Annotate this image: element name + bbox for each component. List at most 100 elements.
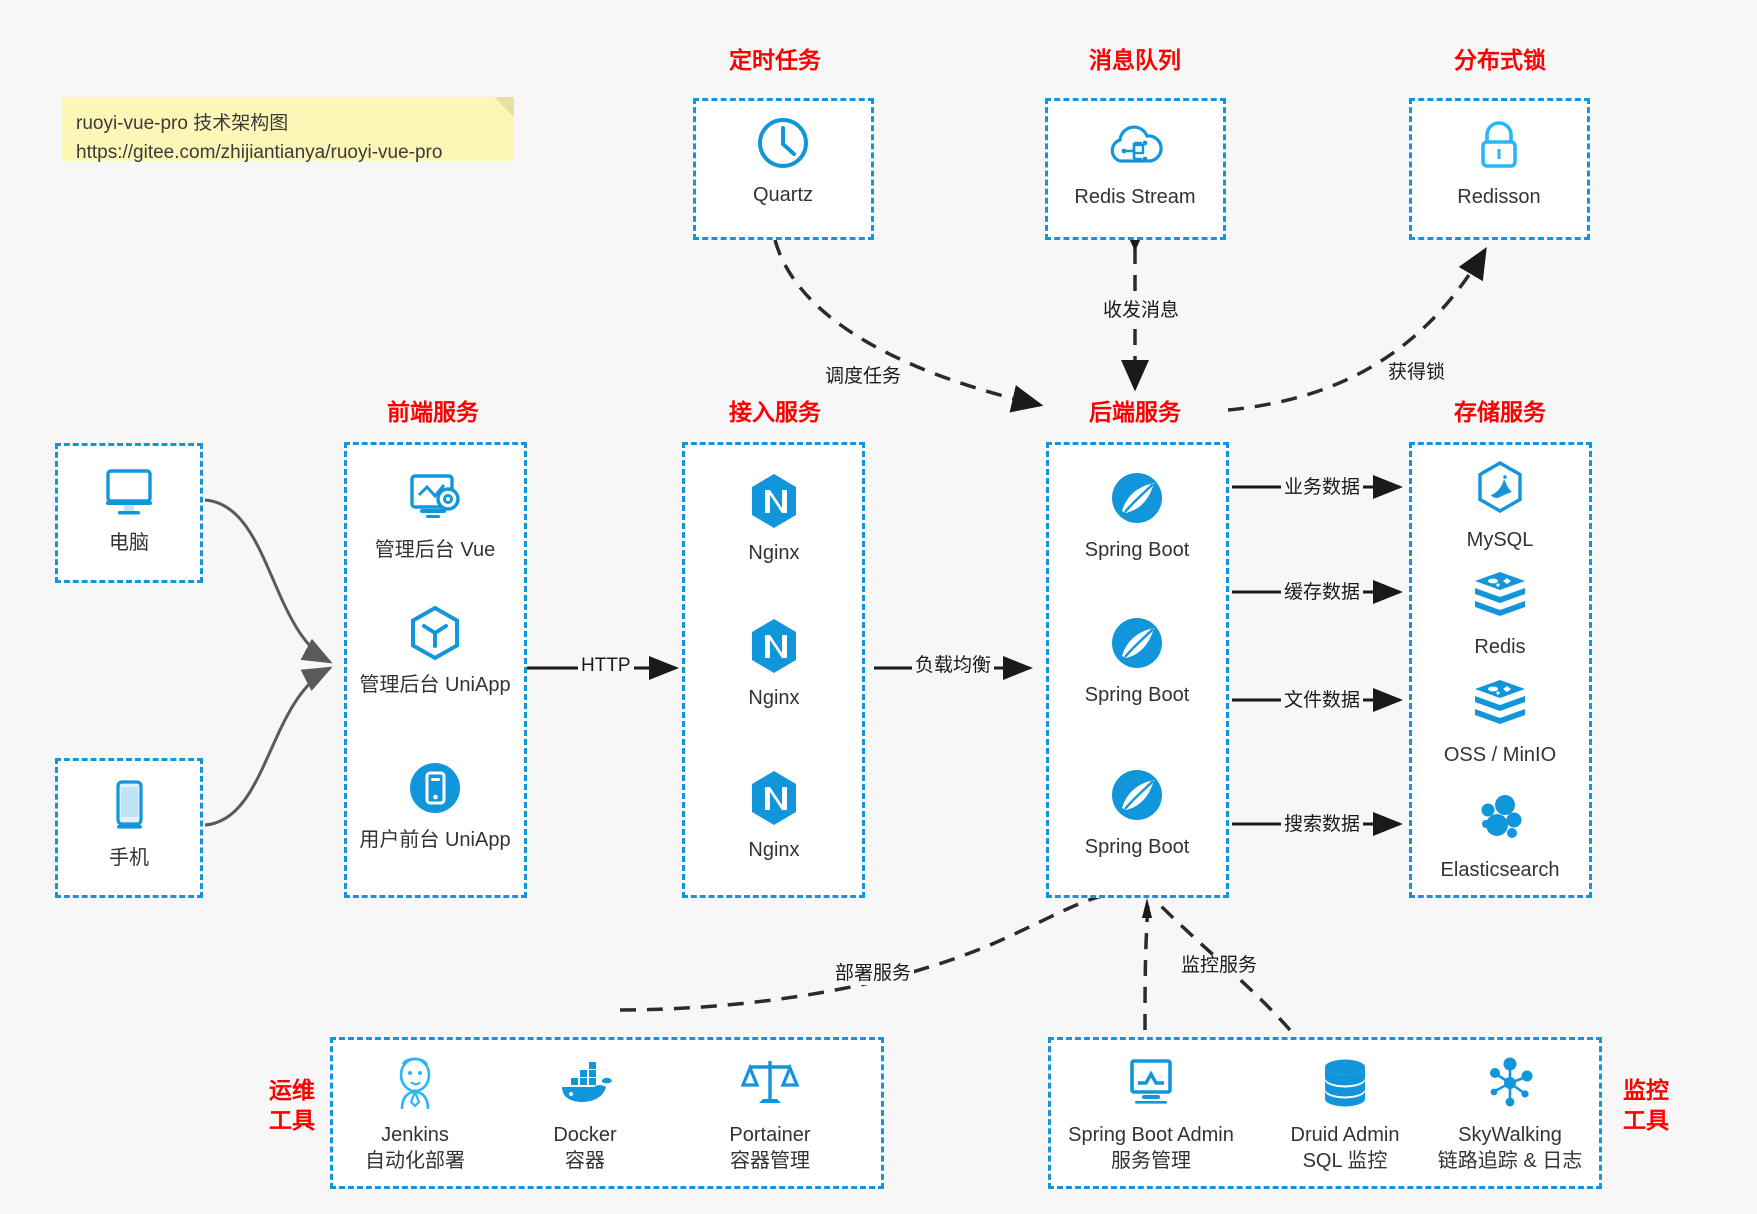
note-title: ruoyi-vue-pro 技术架构图 xyxy=(76,113,289,134)
node-label: 管理后台 Vue xyxy=(374,539,496,561)
node-label: SkyWalking xyxy=(1458,1124,1562,1146)
note-url: https://gitee.com/zhijiantianya/ruoyi-vu… xyxy=(76,142,443,163)
node-redis-stream[interactable]: Redis Stream xyxy=(1050,112,1220,210)
node-skywalking[interactable]: SkyWalking 链路追踪 & 日志 xyxy=(1425,1050,1595,1174)
spring-boot-icon xyxy=(1108,465,1166,531)
node-label: Spring Boot xyxy=(1084,539,1190,561)
node-sublabel: 容器管理 xyxy=(730,1150,810,1172)
edge-label-monitor-service: 监控服务 xyxy=(1178,955,1261,977)
node-oss-minio[interactable]: OSS / MinIO xyxy=(1415,670,1585,768)
clock-icon xyxy=(755,110,811,176)
node-label: OSS / MinIO xyxy=(1443,744,1557,766)
node-label: Nginx xyxy=(748,687,800,709)
diagram-note: ruoyi-vue-pro 技术架构图 https://gitee.com/zh… xyxy=(62,97,514,163)
node-redisson[interactable]: Redisson xyxy=(1414,112,1584,210)
node-label: Portainer xyxy=(729,1124,811,1146)
edge-label-send-receive-message: 收发消息 xyxy=(1100,300,1183,322)
mobile-phone-icon xyxy=(107,773,151,839)
group-title-backend: 后端服务 xyxy=(1089,399,1181,425)
edge-label-acquire-lock: 获得锁 xyxy=(1385,362,1449,384)
node-spring-boot-3[interactable]: Spring Boot xyxy=(1052,762,1222,860)
spring-boot-icon xyxy=(1108,610,1166,676)
edge-label-load-balance: 负载均衡 xyxy=(912,655,995,677)
node-admin-uniapp[interactable]: 管理后台 UniApp xyxy=(350,600,520,698)
node-label: Quartz xyxy=(752,184,814,206)
node-label: Druid Admin xyxy=(1290,1124,1400,1146)
nginx-icon xyxy=(746,765,802,831)
node-label: Redis xyxy=(1474,636,1526,658)
node-admin-vue[interactable]: 管理后台 Vue xyxy=(350,465,520,563)
node-mysql[interactable]: MySQL xyxy=(1415,455,1585,553)
admin-dashboard-icon xyxy=(404,465,466,531)
skywalking-node-icon xyxy=(1481,1050,1539,1116)
node-label: Spring Boot Admin xyxy=(1068,1124,1234,1146)
node-elasticsearch[interactable]: Elasticsearch xyxy=(1415,785,1585,883)
edge-label-search-data: 搜索数据 xyxy=(1281,814,1364,836)
jenkins-butler-icon xyxy=(386,1050,444,1116)
node-jenkins[interactable]: Jenkins 自动化部署 xyxy=(330,1050,500,1174)
group-title-storage: 存储服务 xyxy=(1454,399,1546,425)
group-title-distributed-lock: 分布式锁 xyxy=(1454,47,1546,73)
spring-boot-icon xyxy=(1108,762,1166,828)
group-message-queue xyxy=(1045,98,1226,240)
group-title-scheduled-tasks: 定时任务 xyxy=(729,47,821,73)
nginx-icon xyxy=(746,468,802,534)
mysql-dolphin-icon xyxy=(1472,455,1528,521)
desktop-monitor-icon xyxy=(100,458,158,524)
edge-label-business-data: 业务数据 xyxy=(1281,477,1364,499)
edge-label-deploy-service: 部署服务 xyxy=(832,963,915,985)
uniapp-hexagon-icon xyxy=(406,600,464,666)
scales-icon xyxy=(741,1050,799,1116)
node-nginx-2[interactable]: Nginx xyxy=(689,613,859,711)
padlock-icon xyxy=(1473,112,1525,178)
edge-label-file-data: 文件数据 xyxy=(1281,690,1364,712)
node-label: Elasticsearch xyxy=(1440,859,1560,881)
node-mobile[interactable]: 手机 xyxy=(44,773,214,871)
node-nginx-3[interactable]: Nginx xyxy=(689,765,859,863)
node-spring-boot-1[interactable]: Spring Boot xyxy=(1052,465,1222,563)
node-redis[interactable]: Redis xyxy=(1415,562,1585,660)
node-sublabel: 服务管理 xyxy=(1111,1150,1191,1172)
node-docker[interactable]: Docker 容器 xyxy=(500,1050,670,1174)
database-cylinder-icon xyxy=(1317,1050,1373,1116)
monitor-chart-icon xyxy=(1121,1050,1181,1116)
node-label: Redis Stream xyxy=(1074,186,1196,208)
node-portainer[interactable]: Portainer 容器管理 xyxy=(685,1050,855,1174)
cloud-stream-icon xyxy=(1104,112,1166,178)
node-label: Spring Boot xyxy=(1084,836,1190,858)
group-title-frontend: 前端服务 xyxy=(387,399,479,425)
redis-stack-icon xyxy=(1471,562,1529,628)
edge-label-cache-data: 缓存数据 xyxy=(1281,582,1364,604)
phone-circle-icon xyxy=(406,755,464,821)
elasticsearch-icon xyxy=(1472,785,1528,851)
edge-label-schedule-task: 调度任务 xyxy=(822,366,905,388)
node-label: Spring Boot xyxy=(1084,684,1190,706)
node-sublabel: 容器 xyxy=(565,1150,605,1172)
docker-whale-icon xyxy=(554,1050,616,1116)
node-nginx-1[interactable]: Nginx xyxy=(689,468,859,566)
node-quartz[interactable]: Quartz xyxy=(698,110,868,208)
node-label: Nginx xyxy=(748,839,800,861)
node-sublabel: 自动化部署 xyxy=(365,1150,465,1172)
node-label: Redisson xyxy=(1457,186,1541,208)
node-spring-boot-2[interactable]: Spring Boot xyxy=(1052,610,1222,708)
note-fold-corner xyxy=(494,97,514,117)
node-label: Jenkins xyxy=(381,1124,449,1146)
node-label: MySQL xyxy=(1466,529,1534,551)
node-label: 手机 xyxy=(109,847,149,869)
redis-stack-icon xyxy=(1471,670,1529,736)
node-label: 用户前台 UniApp xyxy=(359,829,511,851)
node-druid-admin[interactable]: Druid Admin SQL 监控 xyxy=(1260,1050,1430,1174)
group-frontend-services xyxy=(344,442,527,898)
node-label: 电脑 xyxy=(109,532,149,554)
group-title-access: 接入服务 xyxy=(729,399,821,425)
node-spring-boot-admin[interactable]: Spring Boot Admin 服务管理 xyxy=(1066,1050,1236,1174)
group-title-devops: 运维 工具 xyxy=(269,1077,315,1133)
node-sublabel: SQL 监控 xyxy=(1302,1150,1388,1172)
node-user-uniapp[interactable]: 用户前台 UniApp xyxy=(350,755,520,853)
nginx-icon xyxy=(746,613,802,679)
group-title-message-queue: 消息队列 xyxy=(1089,47,1181,73)
node-desktop[interactable]: 电脑 xyxy=(44,458,214,556)
node-sublabel: 链路追踪 & 日志 xyxy=(1437,1150,1583,1172)
